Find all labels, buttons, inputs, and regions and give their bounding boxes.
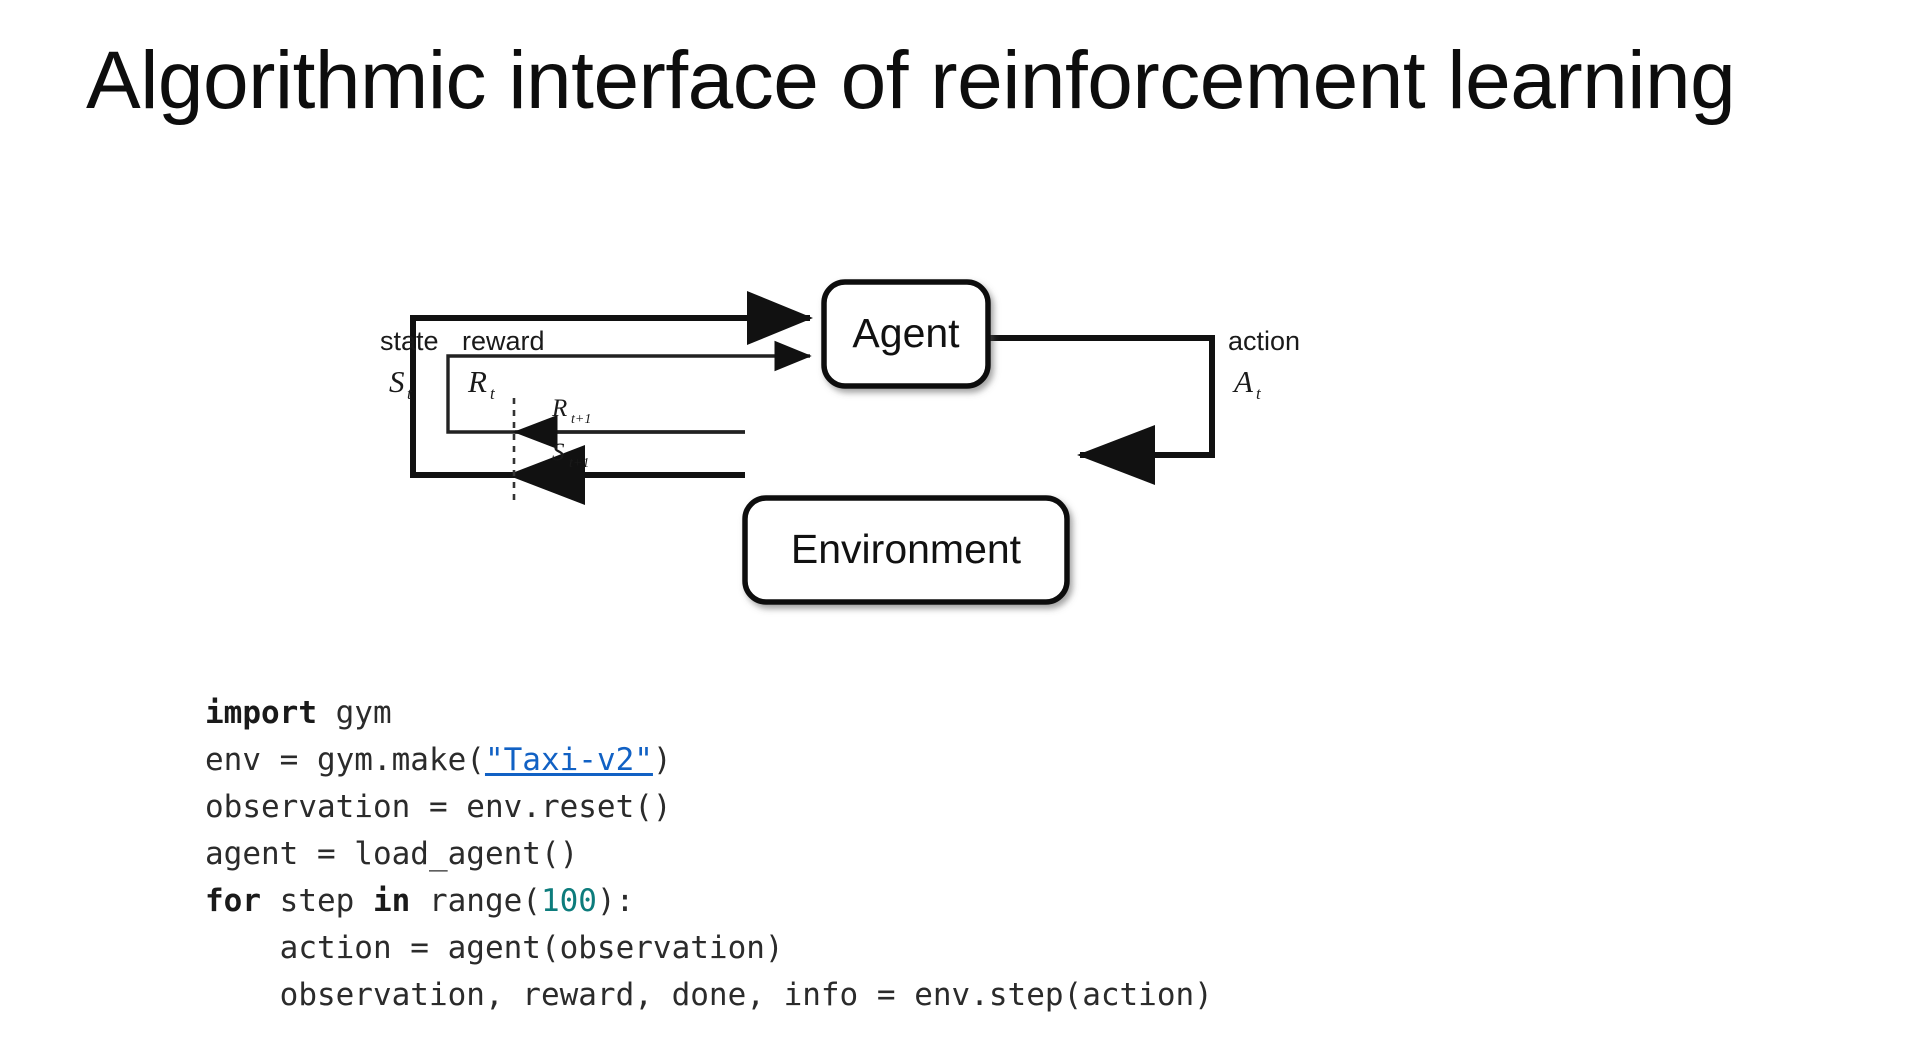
next-reward-symbol: R [551, 395, 567, 422]
reward-symbol: R [467, 364, 487, 399]
code-line: env = gym.make("Taxi-v2") [205, 737, 1213, 784]
agent-environment-diagram: Agent Environment state S t reward R t a… [380, 210, 1440, 630]
code-token-keyword: in [372, 883, 411, 919]
code-line: observation = env.reset() [205, 784, 1213, 831]
agent-node-label: Agent [852, 310, 960, 356]
code-token-plain: action = agent(observation) [205, 930, 784, 966]
next-state-subscript: t+1 [569, 456, 589, 471]
action-symbol: A [1232, 364, 1254, 399]
code-token-plain: observation = env.reset() [205, 789, 672, 825]
next-reward-label-group: R t+1 [551, 395, 591, 427]
code-token-plain: gym [316, 695, 392, 731]
code-token-plain: range( [410, 883, 541, 919]
action-symbol-subscript: t [1256, 384, 1262, 403]
code-token-keyword: for [205, 883, 261, 919]
environment-node: Environment [742, 495, 1070, 605]
code-line: import gym [205, 690, 1213, 737]
code-token-keyword: import [205, 695, 317, 731]
code-token-plain: agent = load_agent() [205, 836, 579, 872]
reward-label: reward [462, 326, 545, 356]
action-label-group: action A t [1228, 326, 1300, 403]
reward-symbol-subscript: t [490, 384, 496, 403]
code-token-plain: ) [652, 742, 672, 778]
code-token-plain: observation, reward, done, info = env.st… [205, 977, 1213, 1013]
reward-label-group: reward R t [462, 326, 545, 403]
code-line: action = agent(observation) [205, 925, 1213, 972]
action-label: action [1228, 326, 1300, 356]
code-line: for step in range(100): [205, 878, 1213, 925]
state-symbol-subscript: t [407, 384, 413, 403]
code-token-link[interactable]: "Taxi-v2" [484, 742, 653, 778]
code-line: observation, reward, done, info = env.st… [205, 972, 1213, 1019]
code-token-number: 100 [540, 883, 597, 919]
next-reward-subscript: t+1 [571, 412, 591, 427]
environment-node-label: Environment [791, 526, 1022, 572]
state-label-group: state S t [380, 326, 439, 403]
code-token-plain: ): [596, 883, 635, 919]
page-title: Algorithmic interface of reinforcement l… [86, 35, 1736, 126]
code-token-plain: step [261, 883, 373, 919]
state-label: state [380, 326, 439, 356]
agent-node: Agent [821, 279, 991, 389]
next-state-symbol: S [552, 439, 565, 466]
code-line: agent = load_agent() [205, 831, 1213, 878]
state-symbol: S [389, 364, 405, 399]
next-state-label-group: S t+1 [552, 439, 589, 471]
code-token-plain: env = gym.make( [205, 742, 485, 778]
action-edge [988, 335, 1215, 485]
reward-edge [446, 340, 812, 434]
